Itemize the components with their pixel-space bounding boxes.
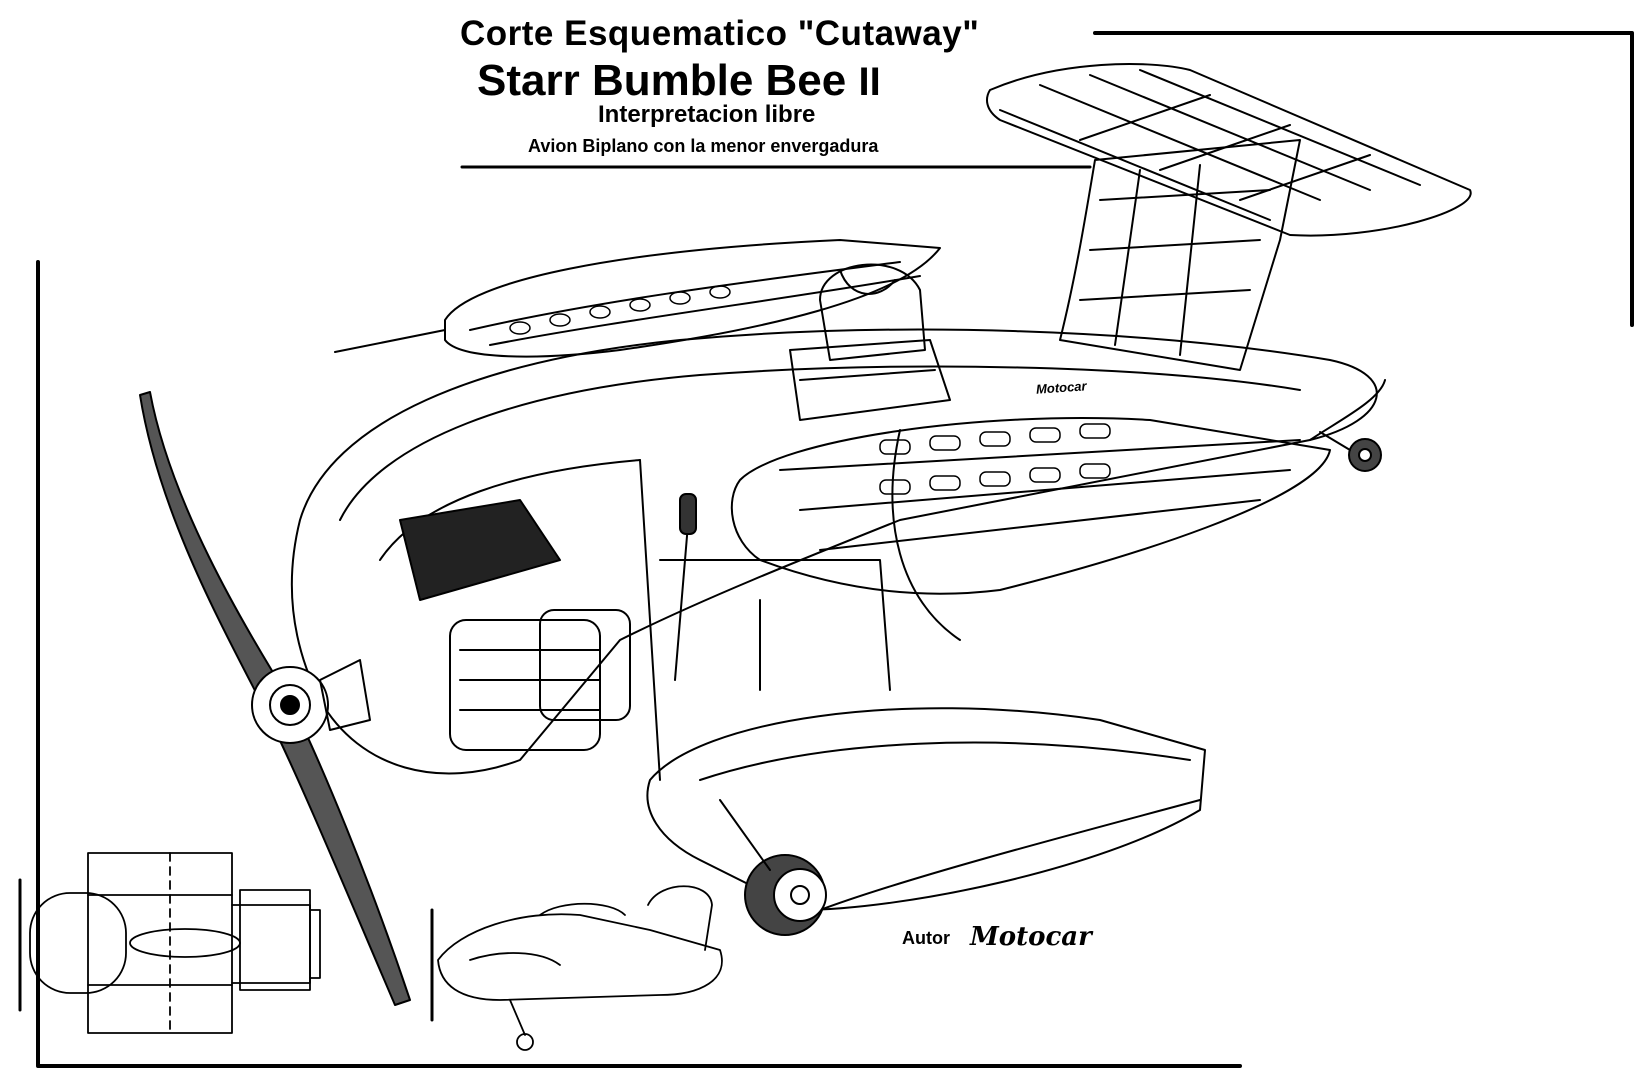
author-label: Autor (902, 928, 950, 948)
author-signature: Motocar (970, 922, 1092, 952)
engine (399, 499, 631, 751)
aircraft-name-suffix: II (858, 60, 881, 104)
caption: Avion Biplano con la menor envergadura (528, 136, 879, 156)
frame-lines (36, 31, 1634, 1068)
lower-float (646, 707, 1206, 911)
seat (789, 263, 951, 421)
tail-plane (986, 63, 1472, 237)
aircraft-name-main: Starr Bumble Bee (477, 56, 847, 105)
lower-wing (730, 417, 1331, 595)
main-wheel (719, 799, 827, 936)
aircraft-name: Starr Bumble Bee II (477, 56, 881, 106)
control-stick (659, 493, 891, 691)
plan-view (18, 852, 321, 1034)
title-line-1: Corte Esquematico "Cutaway" (460, 14, 980, 53)
subtitle: Interpretacion libre (598, 101, 816, 128)
side-view (430, 885, 723, 1051)
tail-wheel (1309, 379, 1386, 472)
propeller (139, 391, 411, 1006)
upper-wing (334, 239, 941, 358)
vertical-fin (1059, 139, 1301, 371)
